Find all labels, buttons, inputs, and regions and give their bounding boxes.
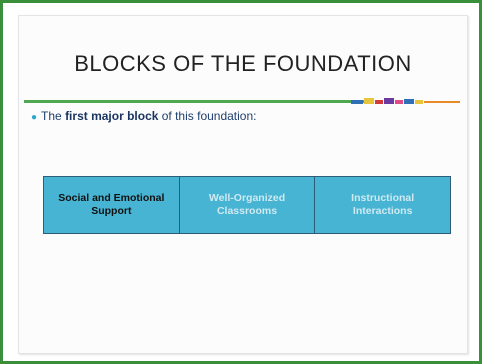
block-well-organized-classrooms: Well-Organized Classrooms (179, 177, 316, 233)
bullet-prefix: The (41, 109, 66, 123)
title-underline (24, 100, 364, 103)
bullet-text: ●The first major block of this foundatio… (31, 109, 257, 123)
block-social-emotional-support: Social and Emotional Support (44, 177, 180, 233)
presentation-slide: BLOCKS OF THE FOUNDATION ●The first majo… (18, 15, 468, 354)
block-instructional-interactions: Instructional Interactions (315, 177, 451, 233)
bullet-emphasis: first major block (65, 109, 159, 123)
bullet-suffix: of this foundation: (158, 109, 257, 123)
foundation-blocks: Social and Emotional Support Well-Organi… (43, 176, 451, 234)
bullet-dot-icon: ● (31, 112, 38, 123)
slide-title: BLOCKS OF THE FOUNDATION (74, 51, 412, 76)
